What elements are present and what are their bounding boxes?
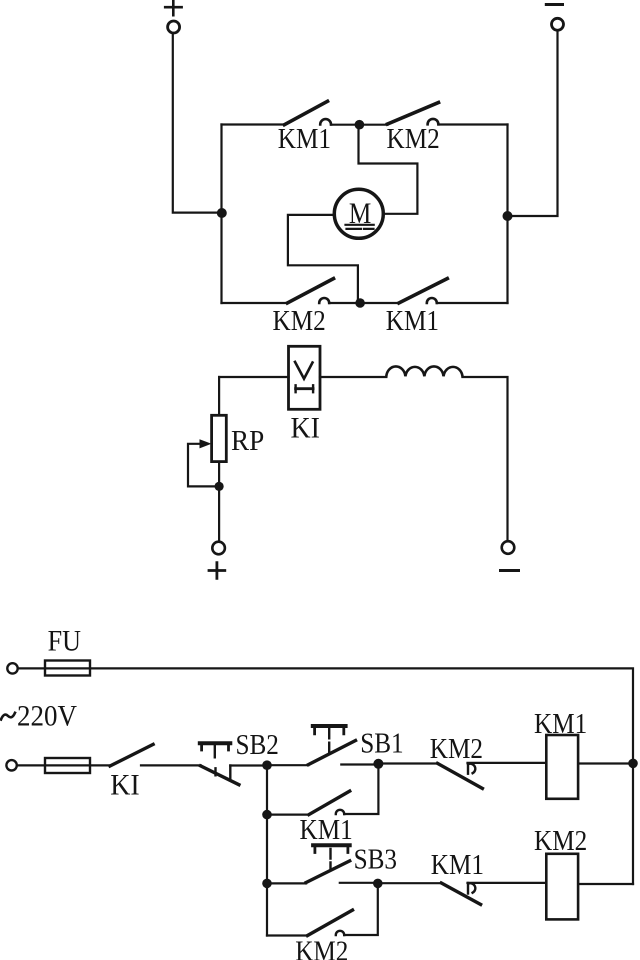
svg-text:KM1: KM1 <box>431 849 484 881</box>
svg-text:KM1: KM1 <box>278 123 331 155</box>
svg-text:SB3: SB3 <box>354 843 397 875</box>
svg-text:KI: KI <box>110 769 139 802</box>
svg-text:KM1: KM1 <box>300 814 353 846</box>
svg-text:KI: KI <box>291 411 320 444</box>
svg-text:M: M <box>349 196 371 230</box>
svg-text:KM2: KM2 <box>295 935 348 960</box>
svg-text:KM2: KM2 <box>387 123 440 155</box>
svg-text:FU: FU <box>48 625 81 658</box>
svg-text:SB2: SB2 <box>236 729 279 761</box>
svg-text:KM2: KM2 <box>430 733 483 765</box>
svg-text:KM1: KM1 <box>386 305 439 337</box>
svg-text:RP: RP <box>231 425 264 456</box>
svg-text:KM1: KM1 <box>534 708 587 740</box>
svg-text:SB1: SB1 <box>360 727 403 759</box>
svg-text:KM2: KM2 <box>273 305 326 337</box>
svg-text:KM2: KM2 <box>534 825 587 857</box>
svg-text:220V: 220V <box>17 700 77 733</box>
